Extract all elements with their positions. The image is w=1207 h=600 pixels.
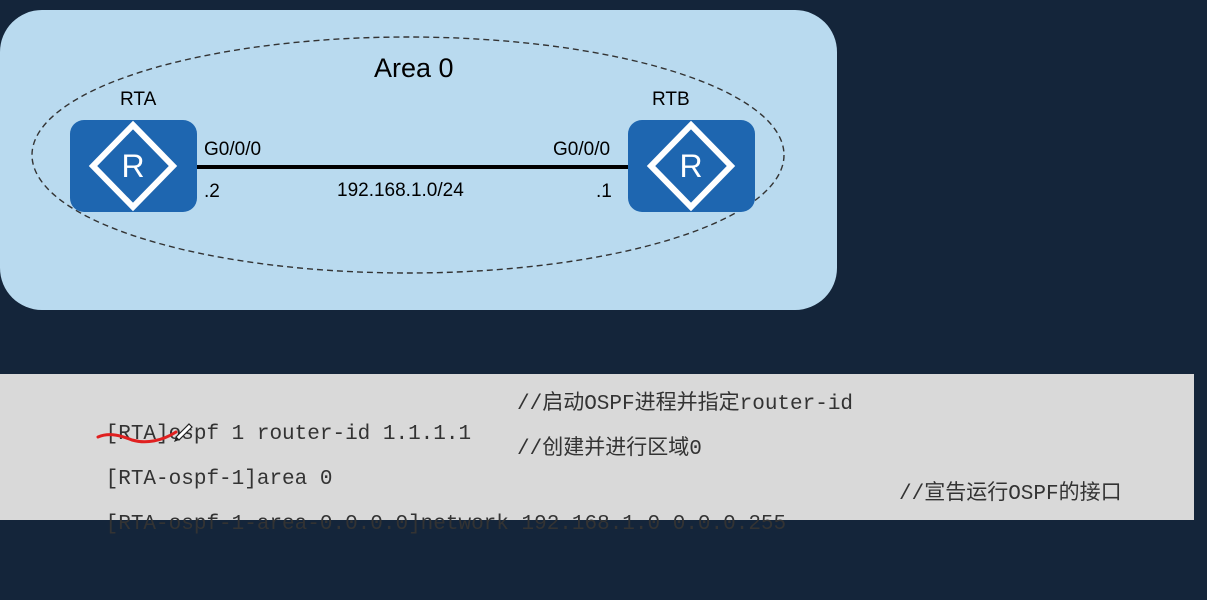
area-boundary bbox=[31, 36, 785, 274]
topology-diagram: Area 0 R R RTA RTB G0/0/0 G0/0/0 .2 .1 bbox=[31, 36, 785, 274]
topology-panel: Area 0 R R RTA RTB G0/0/0 G0/0/0 .2 .1 bbox=[0, 10, 837, 310]
router-b-interface: G0/0/0 bbox=[553, 139, 610, 160]
router-diamond bbox=[88, 120, 178, 212]
router-rtb[interactable]: R bbox=[628, 120, 755, 212]
cli-comment: //宣告运行OSPF的接口 bbox=[899, 483, 1122, 506]
router-a-ip-suffix: .2 bbox=[204, 181, 220, 202]
cli-comment: //启动OSPF进程并指定router-id bbox=[517, 393, 854, 416]
cli-command: [RTA-ospf-1-area-0.0.0.0]network 192.168… bbox=[105, 513, 787, 536]
cli-command-panel: [RTA]ospf 1 router-id 1.1.1.1 //启动OSPF进程… bbox=[0, 374, 1194, 536]
cli-line: [RTA-ospf-1]area 0 //创建并进行区域0 bbox=[30, 435, 702, 491]
router-icon bbox=[628, 120, 755, 212]
router-a-interface: G0/0/0 bbox=[204, 139, 261, 160]
router-b-name: RTB bbox=[652, 89, 690, 110]
router-b-ip-suffix: .1 bbox=[596, 181, 612, 202]
link-network-label: 192.168.1.0/24 bbox=[337, 180, 464, 201]
cli-command: [RTA-ospf-1]area 0 bbox=[105, 468, 333, 491]
router-a-name: RTA bbox=[120, 89, 157, 110]
cli-line: [RTA-ospf-1-area-0.0.0.0]network 192.168… bbox=[30, 480, 1122, 536]
router-rta[interactable]: R bbox=[70, 120, 197, 212]
router-glyph: R bbox=[679, 148, 702, 184]
router-glyph: R bbox=[121, 148, 144, 184]
cli-line: [RTA]ospf 1 router-id 1.1.1.1 //启动OSPF进程… bbox=[30, 390, 853, 446]
router-icon bbox=[70, 120, 197, 212]
cli-comment: //创建并进行区域0 bbox=[517, 438, 702, 461]
area-label: Area 0 bbox=[374, 53, 454, 83]
router-diamond bbox=[646, 120, 736, 212]
slide: Area 0 R R RTA RTB G0/0/0 G0/0/0 .2 .1 bbox=[0, 10, 1194, 536]
